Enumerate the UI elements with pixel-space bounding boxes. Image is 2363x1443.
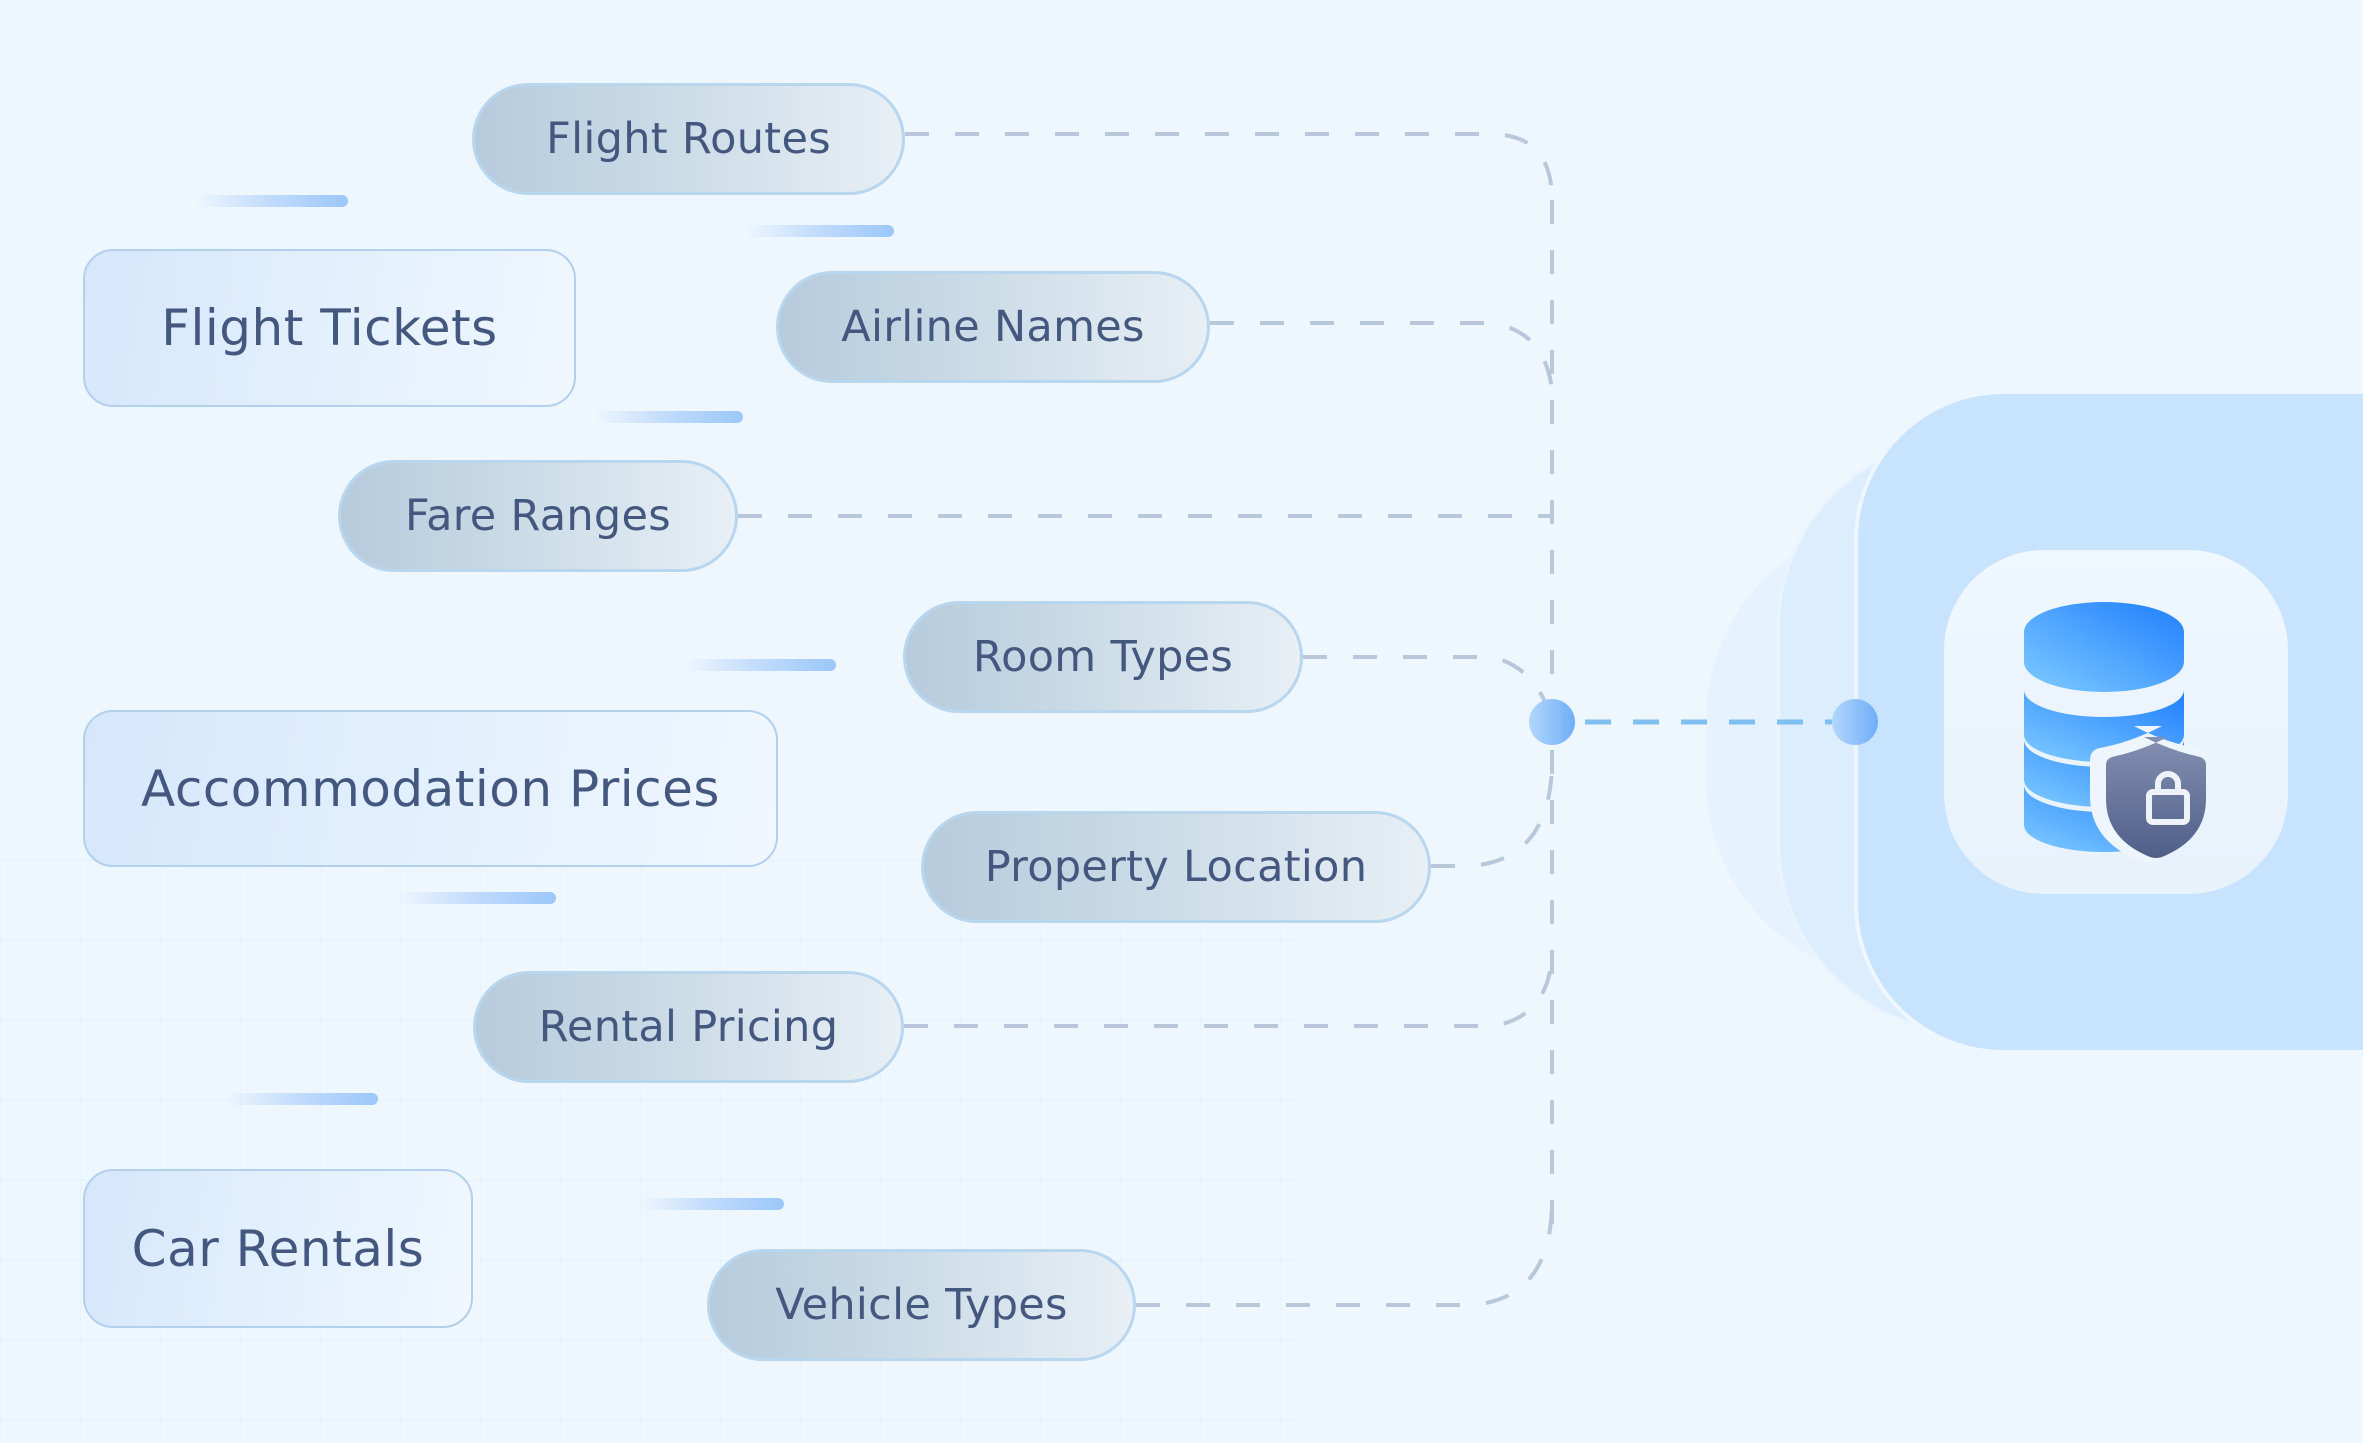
attribute-label: Rental Pricing xyxy=(538,1002,839,1052)
decor-bar xyxy=(196,195,348,207)
attribute-flight-routes[interactable]: Flight Routes xyxy=(472,83,905,195)
category-flight-tickets[interactable]: Flight Tickets xyxy=(83,249,576,407)
attribute-rental-pricing[interactable]: Rental Pricing xyxy=(473,971,904,1083)
database-icon-tile[interactable] xyxy=(1944,550,2288,894)
attribute-fare-ranges[interactable]: Fare Ranges xyxy=(338,460,738,572)
attribute-label: Airline Names xyxy=(841,302,1145,352)
attribute-label: Fare Ranges xyxy=(405,491,671,541)
category-label: Accommodation Prices xyxy=(141,759,720,818)
connector-room-types xyxy=(1303,655,1554,721)
connector-airline-names xyxy=(1210,321,1554,391)
category-accommodation-prices[interactable]: Accommodation Prices xyxy=(83,710,778,867)
target-input-node xyxy=(1832,699,1878,745)
attribute-vehicle-types[interactable]: Vehicle Types xyxy=(707,1249,1136,1361)
attribute-airline-names[interactable]: Airline Names xyxy=(776,271,1210,383)
attribute-room-types[interactable]: Room Types xyxy=(903,601,1303,713)
connector-vehicle-types xyxy=(1136,1199,1554,1307)
connector-property-location xyxy=(1431,759,1554,868)
attribute-label: Room Types xyxy=(972,632,1234,682)
decor-bar xyxy=(399,892,556,904)
junction-node xyxy=(1529,699,1575,745)
decor-bar xyxy=(686,659,836,671)
category-car-rentals[interactable]: Car Rentals xyxy=(83,1169,473,1328)
connector-flight-routes xyxy=(905,132,1554,201)
attribute-label: Flight Routes xyxy=(546,114,831,164)
decor-bar xyxy=(595,411,743,423)
decor-bar xyxy=(746,225,894,237)
decor-bar xyxy=(226,1093,378,1105)
secure-database-icon xyxy=(2024,602,2206,863)
connector-rental-pricing xyxy=(904,959,1554,1028)
category-label: Flight Tickets xyxy=(161,299,498,357)
attribute-label: Vehicle Types xyxy=(775,1280,1068,1330)
category-label: Car Rentals xyxy=(131,1219,425,1278)
decor-bar xyxy=(640,1198,784,1210)
attribute-label: Property Location xyxy=(984,842,1368,892)
attribute-property-location[interactable]: Property Location xyxy=(921,811,1431,923)
